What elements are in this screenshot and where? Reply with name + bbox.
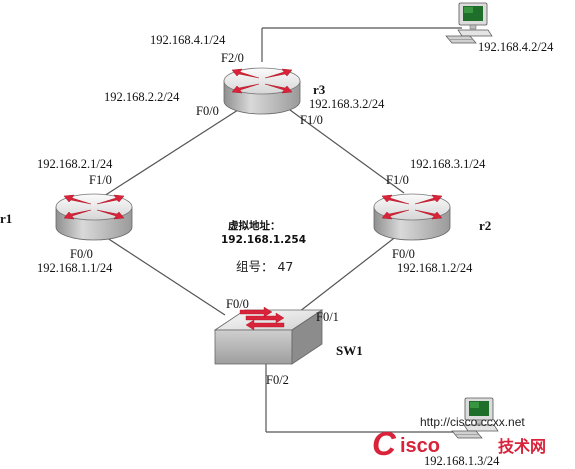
pc-icon bbox=[445, 2, 493, 44]
router-icon bbox=[373, 193, 451, 241]
router-icon bbox=[223, 67, 301, 115]
interface-label: F0/0 bbox=[70, 247, 93, 261]
ip-address-label: 192.168.2.2/24 bbox=[104, 90, 180, 104]
interface-label: F1/0 bbox=[89, 173, 112, 187]
interface-label: F0/0 bbox=[392, 247, 415, 261]
ip-address-label: 192.168.4.2/24 bbox=[478, 40, 554, 54]
watermark-brand-c: C bbox=[372, 425, 397, 462]
router-icon bbox=[55, 193, 133, 241]
link-r1-sw1 bbox=[97, 231, 226, 316]
interface-label: F2/0 bbox=[221, 51, 244, 65]
ip-address-label: 192.168.3.2/24 bbox=[309, 97, 385, 111]
ip-address-label: 192.168.2.1/24 bbox=[37, 157, 113, 171]
link-r3-r1 bbox=[103, 109, 239, 197]
ip-address-label: 192.168.4.1/24 bbox=[150, 33, 226, 47]
interface-label: F0/0 bbox=[196, 104, 219, 118]
ip-address-label: 192.168.1.3/24 bbox=[424, 454, 500, 468]
virtual-address-label: 虚拟地址： bbox=[228, 219, 281, 232]
interface-label: F0/2 bbox=[266, 373, 289, 387]
device-name-sw1: SW1 bbox=[336, 343, 363, 358]
watermark-brand-cn: 技术网 bbox=[498, 437, 546, 456]
ip-address-label: 192.168.1.2/24 bbox=[397, 261, 473, 275]
device-name-r2: r2 bbox=[479, 218, 491, 233]
watermark-url: http://cisco.ccxx.net bbox=[420, 415, 525, 429]
switch-icon bbox=[213, 306, 324, 365]
group-number: 组号： 47 bbox=[236, 259, 293, 274]
device-name-r1: r1 bbox=[0, 211, 12, 226]
link-r3-r2 bbox=[289, 109, 405, 194]
interface-label: F1/0 bbox=[386, 173, 409, 187]
interface-label: F1/0 bbox=[300, 113, 323, 127]
device-name-r3: r3 bbox=[313, 82, 326, 97]
watermark-logo: http://cisco.ccxx.net C isco 技术网 bbox=[372, 415, 546, 462]
interface-label: F0/1 bbox=[316, 310, 339, 324]
link-r2-sw1 bbox=[294, 231, 403, 316]
virtual-address-value: 192.168.1.254 bbox=[221, 234, 306, 246]
interface-label: F0/0 bbox=[226, 297, 249, 311]
ip-address-label: 192.168.3.1/24 bbox=[410, 157, 486, 171]
watermark-brand-text: isco bbox=[400, 435, 440, 457]
links bbox=[97, 27, 462, 433]
ip-address-label: 192.168.1.1/24 bbox=[37, 261, 113, 275]
